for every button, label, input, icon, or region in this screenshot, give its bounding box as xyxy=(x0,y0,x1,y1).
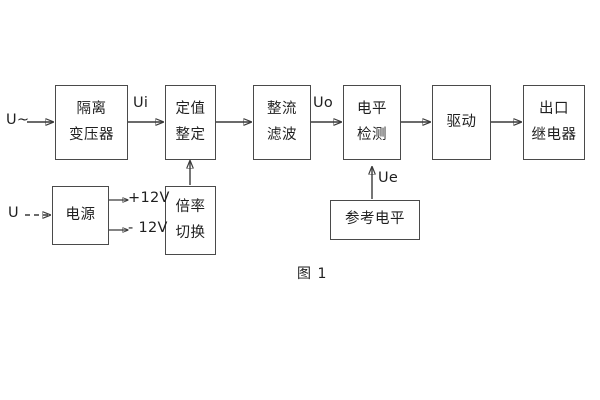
block-line: 驱动 xyxy=(446,113,477,130)
label-input-ac: U~ xyxy=(6,112,30,128)
figure-caption: 图 1 xyxy=(297,266,328,282)
block-line: 变压器 xyxy=(69,126,114,143)
block-line: 出口 xyxy=(539,101,569,118)
block-drive[interactable]: 驱动 xyxy=(432,85,491,160)
label-signal-ui: Ui xyxy=(133,95,149,111)
block-reference-level[interactable]: 参考电平 xyxy=(330,200,420,240)
block-output-relay[interactable]: 出口 继电器 xyxy=(523,85,585,160)
block-level-detection[interactable]: 电平 检测 xyxy=(343,85,401,160)
block-line: 定值 xyxy=(175,101,206,118)
block-line: 电平 xyxy=(357,101,387,118)
block-line: 隔离 xyxy=(76,101,107,118)
block-line: 检测 xyxy=(357,126,387,143)
label-signal-ue: Ue xyxy=(378,170,399,186)
label-rail-positive: +12V xyxy=(128,190,170,206)
block-line: 倍率 xyxy=(175,199,206,216)
block-line: 滤波 xyxy=(267,126,297,143)
block-power-supply[interactable]: 电源 xyxy=(52,186,109,245)
block-rectifier-filter[interactable]: 整流 滤波 xyxy=(253,85,311,160)
block-line: 参考电平 xyxy=(345,211,405,228)
block-isolation-transformer[interactable]: 隔离 变压器 xyxy=(55,85,128,160)
block-multiplier-switch[interactable]: 倍率 切换 xyxy=(165,186,216,255)
block-line: 整定 xyxy=(175,126,206,143)
block-line: 继电器 xyxy=(531,126,577,143)
label-rail-negative: - 12V xyxy=(128,220,168,236)
block-line: 电源 xyxy=(65,206,96,223)
block-line: 切换 xyxy=(175,224,206,241)
label-signal-uo: Uo xyxy=(313,95,334,111)
label-input-dc: U xyxy=(8,205,19,221)
block-setting-value[interactable]: 定值 整定 xyxy=(165,85,216,160)
block-line: 整流 xyxy=(267,101,297,118)
